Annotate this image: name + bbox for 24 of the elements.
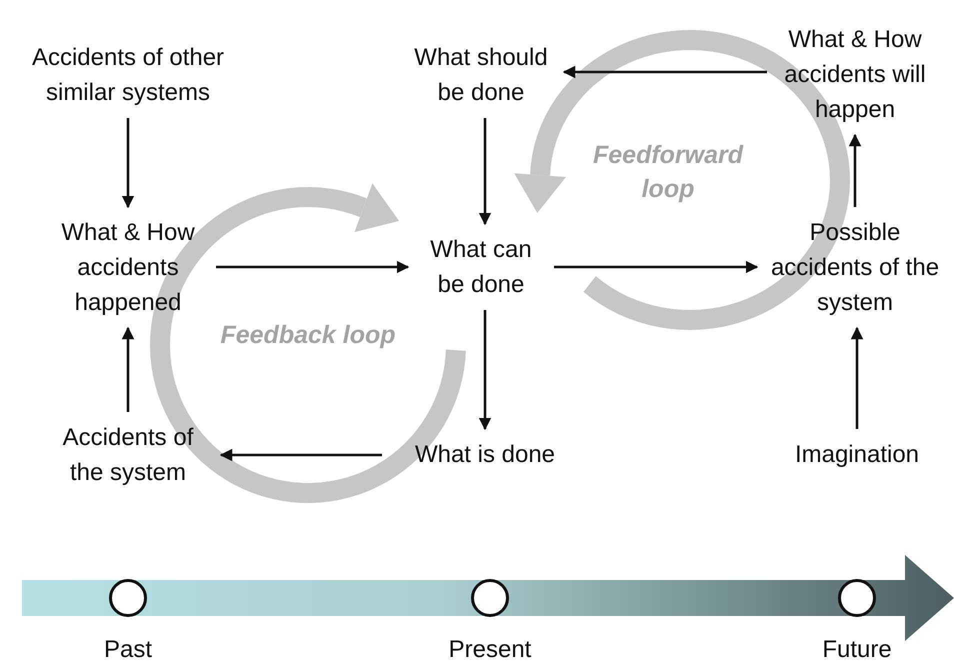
node-text: What & How accidents will happen [775, 22, 935, 127]
arrow [220, 448, 382, 462]
node-text: Accidents of other similar systems [3, 40, 253, 110]
arrow [478, 118, 492, 226]
arrow [216, 260, 410, 274]
node-text: What should be done [406, 40, 556, 110]
node-text: What is done [390, 437, 580, 472]
loop-label: Feedback loop [219, 320, 397, 351]
node-text: What can be done [416, 232, 546, 302]
period-label: Future [822, 635, 892, 665]
arrow [122, 118, 134, 208]
node-text: What & How accidents happened [48, 215, 208, 320]
arrow [478, 310, 492, 430]
arrow [850, 326, 864, 429]
node-text: Possible accidents of the system [765, 215, 945, 320]
node-text: Accidents of the system [43, 420, 213, 490]
node-text: Imagination [772, 437, 942, 472]
arrow [848, 134, 862, 207]
arrow [562, 66, 767, 78]
period-label: Present [448, 635, 532, 665]
arrow [122, 326, 134, 412]
loop-label: Feedforward loop [592, 140, 744, 205]
period-label: Past [104, 635, 152, 665]
arrow [554, 260, 758, 274]
